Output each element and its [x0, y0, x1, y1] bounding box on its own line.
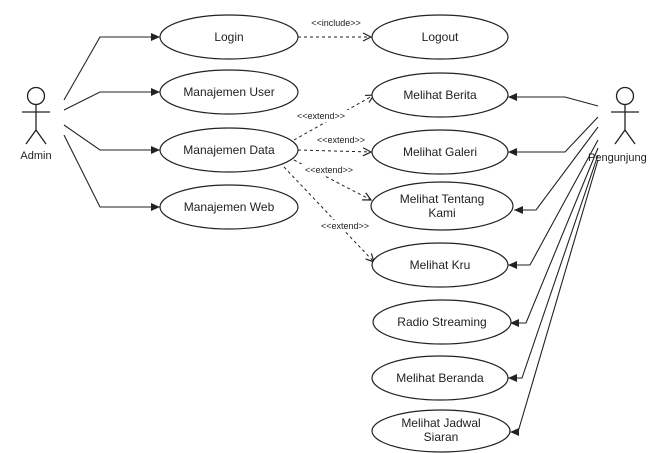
use-case-manajemen-data-label: Manajemen Data: [183, 143, 275, 157]
use-case-manajemen-web: Manajemen Web: [159, 184, 299, 230]
use-case-melihat-berita-label: Melihat Berita: [403, 88, 477, 102]
use-case-logout: Logout: [371, 14, 509, 60]
assoc-visitor-tentang: [514, 126, 599, 214]
use-case-melihat-tentang-kami-label-2: Kami: [428, 206, 455, 220]
use-case-login: Login: [159, 14, 299, 60]
visitor-actor-head: [615, 86, 635, 106]
assoc-admin-manajemen-data: [63, 124, 160, 154]
assoc-admin-login: [63, 33, 160, 101]
extend-label-berita: <<extend>>: [297, 111, 345, 121]
include-label: <<include>>: [311, 18, 361, 28]
use-case-manajemen-user-label: Manajemen User: [183, 85, 274, 99]
visitor-label: Pengunjung: [588, 152, 647, 164]
relation-labels: <<include>> <<extend>> <<extend>> <<exte…: [290, 17, 378, 232]
use-case-melihat-kru-label: Melihat Kru: [410, 258, 471, 272]
extend-data-galeri: [297, 150, 371, 152]
use-case-melihat-kru: Melihat Kru: [371, 242, 509, 288]
extend-label-galeri: <<extend>>: [317, 135, 365, 145]
use-case-logout-label: Logout: [422, 30, 459, 44]
assoc-visitor-jadwal: [510, 159, 599, 436]
use-case-manajemen-user: Manajemen User: [159, 69, 299, 115]
use-case-melihat-berita: Melihat Berita: [371, 72, 509, 118]
use-case-melihat-galeri-label: Melihat Galeri: [403, 145, 477, 159]
use-case-melihat-jadwal-siaran-label-1: Melihat Jadwal: [401, 416, 480, 430]
use-case-radio-streaming: Radio Streaming: [372, 299, 512, 345]
assoc-visitor-berita: [508, 93, 599, 107]
admin-actor-head: [26, 86, 46, 106]
assoc-visitor-kru: [508, 139, 599, 269]
use-case-manajemen-data: Manajemen Data: [159, 127, 299, 173]
assoc-admin-manajemen-user: [63, 88, 160, 111]
admin-label: Admin: [20, 150, 51, 162]
visitor-actor: [611, 86, 639, 145]
use-case-melihat-beranda: Melihat Beranda: [371, 355, 509, 401]
use-case-manajemen-web-label: Manajemen Web: [184, 200, 275, 214]
use-case-melihat-tentang-kami-label-1: Melihat Tentang: [400, 192, 485, 206]
assoc-admin-manajemen-web: [63, 134, 160, 211]
extend-label-tentang: <<extend>>: [305, 165, 353, 175]
use-case-melihat-beranda-label: Melihat Beranda: [396, 371, 484, 385]
use-case-radio-streaming-label: Radio Streaming: [397, 315, 486, 329]
assoc-visitor-radio: [510, 147, 599, 327]
use-case-melihat-jadwal-siaran-label-2: Siaran: [424, 430, 459, 444]
extend-data-kru: [283, 166, 374, 262]
use-case-login-label: Login: [214, 30, 243, 44]
use-case-melihat-tentang-kami: Melihat Tentang Kami: [370, 181, 514, 231]
use-case-melihat-jadwal-siaran: Melihat Jadwal Siaran: [371, 409, 511, 453]
extend-label-kru: <<extend>>: [321, 221, 369, 231]
use-case-melihat-galeri: Melihat Galeri: [371, 129, 509, 175]
admin-associations: [63, 33, 160, 211]
visitor-associations: [508, 93, 599, 436]
assoc-visitor-galeri: [508, 116, 599, 156]
admin-actor: [22, 86, 50, 145]
assoc-visitor-beranda: [508, 154, 599, 382]
